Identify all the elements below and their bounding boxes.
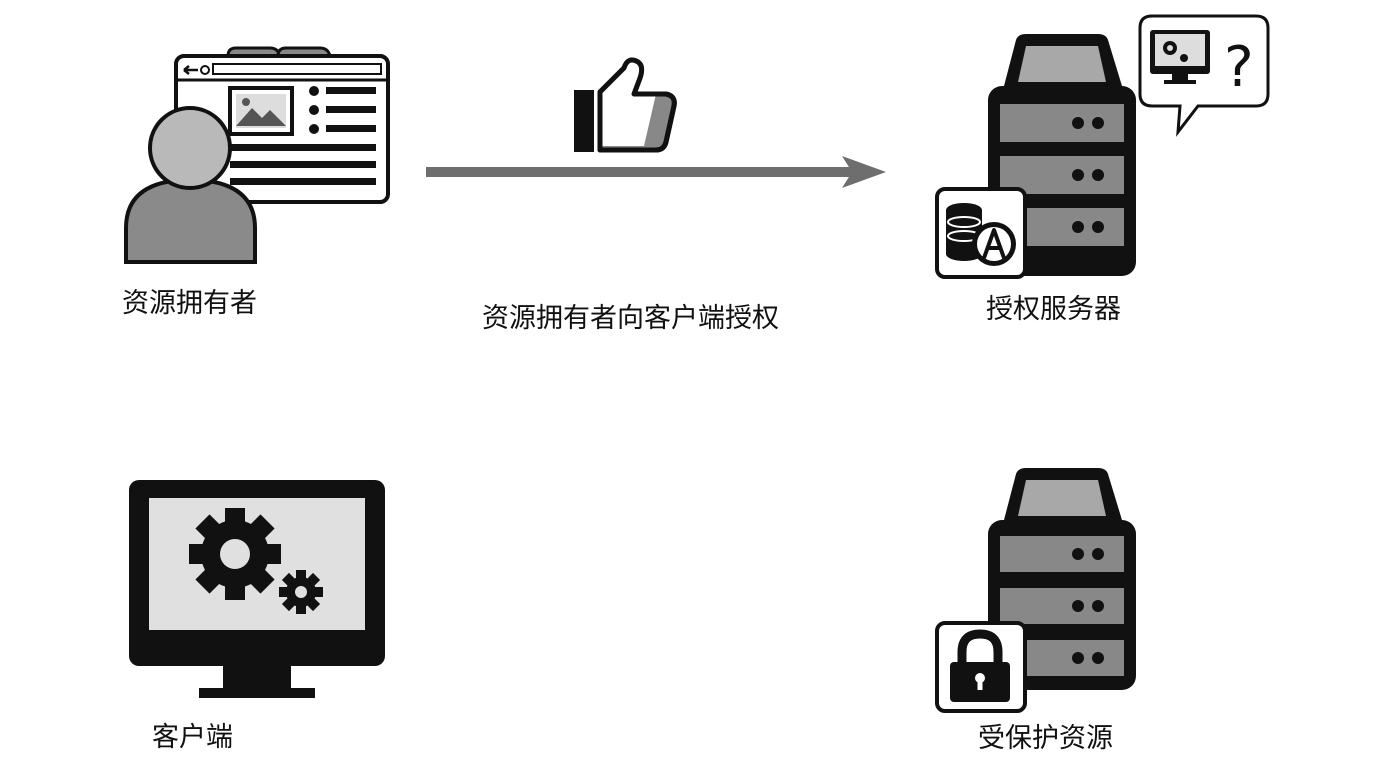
- protected-resource-label: 受保护资源: [978, 723, 1113, 754]
- thumbs-up-icon: [574, 57, 677, 153]
- authorization-server-label: 授权服务器: [986, 294, 1121, 325]
- client-label: 客户端: [152, 722, 233, 753]
- user-with-browser-icon: [124, 46, 390, 264]
- resource-owner-label: 资源拥有者: [122, 288, 257, 319]
- database-auth-icon: [935, 187, 1027, 279]
- padlock-icon: [935, 621, 1027, 713]
- monitor-question-bubble-icon: ?: [1138, 14, 1270, 137]
- monitor-gears-icon: [129, 480, 385, 698]
- grant-arrow: [426, 156, 886, 188]
- grant-edge-label: 资源拥有者向客户端授权: [482, 303, 779, 334]
- svg-text:?: ?: [1224, 35, 1254, 100]
